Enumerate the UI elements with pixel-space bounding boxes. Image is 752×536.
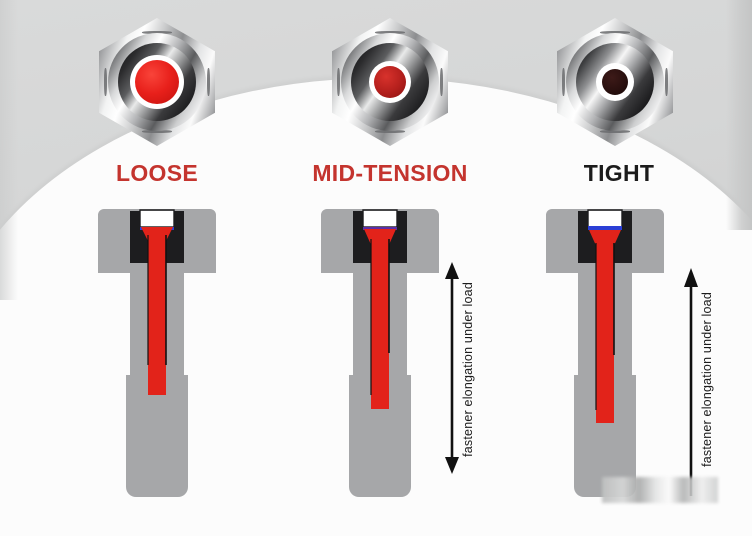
tension-indicator-dot [602,69,628,95]
hex-tick-bottom-icon [142,130,172,133]
indicator-window-white [588,211,622,227]
hex-tick-left-icon [562,68,565,96]
bolt-head-topview-tight [551,18,679,146]
single-arrow-up-icon [684,268,698,496]
elongation-arrow-label-tight: fastener elongation under load [700,292,714,467]
background-left-edge-shade [0,0,18,300]
tension-indicator-dot [135,60,179,104]
hex-tick-top-icon [142,31,172,34]
blue-accent-line [363,227,397,230]
column-tight: TIGHT [500,0,750,536]
bolt-cross-section-loose [82,205,232,505]
tension-rod-column [596,243,614,423]
bolt-threads [568,375,642,497]
hex-tick-left-icon [104,68,107,96]
bolt-cross-section-tight [530,205,680,505]
bolt-thread-teeth [120,377,194,497]
hex-tick-bottom-icon [600,130,630,133]
indicator-window-white [140,211,174,227]
hex-tick-bottom-icon [375,130,405,133]
column-mid-tension: MID-TENSION [265,0,515,536]
elongation-arrow-tight [680,268,702,496]
hex-tick-right-icon [440,68,443,96]
elongation-arrow-mid [441,262,463,474]
bolt-head-topview-loose [93,18,221,146]
hex-tick-right-icon [207,68,210,96]
blurred-watermark [602,477,718,503]
caption-tight: TIGHT [583,160,655,186]
bolt-threads [343,375,417,497]
caption-loose: LOOSE [115,160,198,186]
background-right-edge-shade [726,0,752,230]
tension-rod-column [148,235,166,395]
hex-tick-top-icon [375,31,405,34]
elongation-arrow-label-mid: fastener elongation under load [461,282,475,457]
bolt-svg-mid [321,209,439,497]
bolt-head-topview-mid [326,18,454,146]
bolt-svg-loose [98,209,216,497]
indicator-window-white [363,211,397,227]
hex-tick-right-icon [665,68,668,96]
hex-tick-top-icon [600,31,630,34]
hex-tick-left-icon [337,68,340,96]
column-loose: LOOSE [32,0,282,536]
bolt-threads [126,375,188,497]
tension-indicator-dot [374,66,406,98]
tension-rod-column [371,239,389,409]
bolt-svg-tight [546,209,664,497]
caption-mid-tension: MID-TENSION [312,160,468,186]
bolt-cross-section-mid [305,205,455,505]
double-arrow-icon [445,262,459,474]
blue-accent-line [588,226,622,230]
